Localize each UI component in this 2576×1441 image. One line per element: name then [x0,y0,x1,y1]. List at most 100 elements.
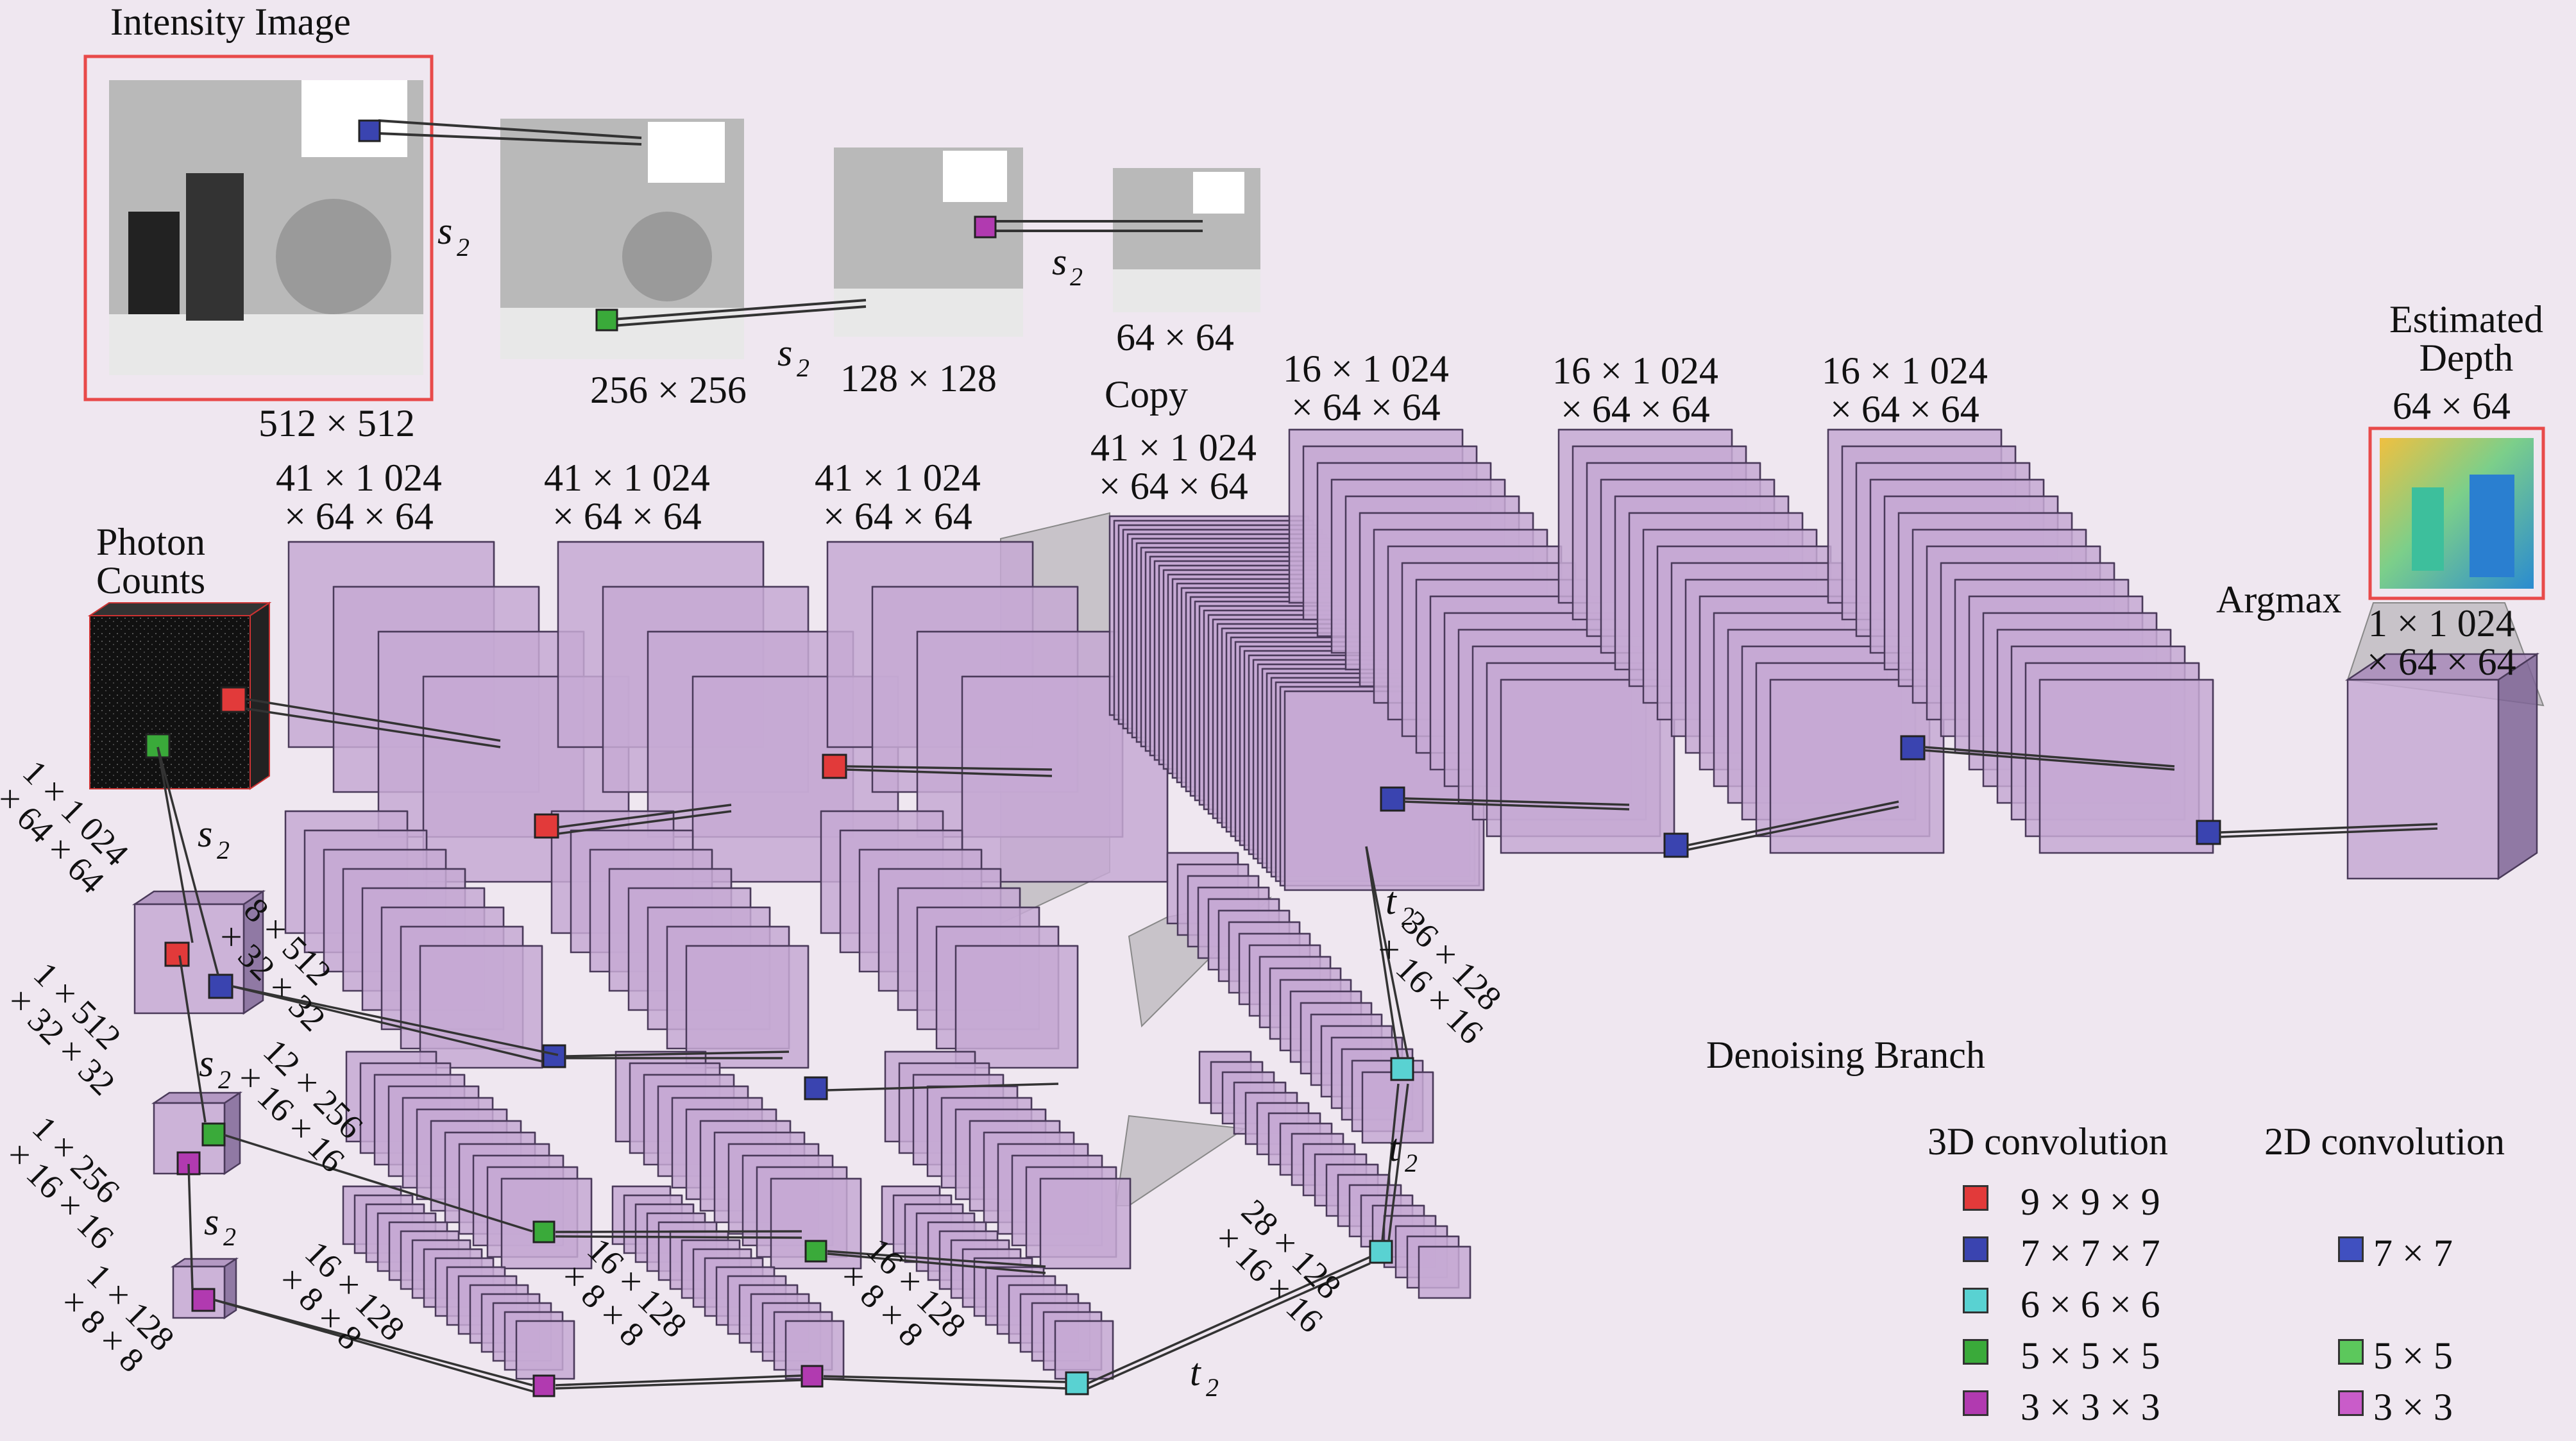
connection-line [555,1235,802,1239]
connection-line [823,1378,1067,1390]
connection-line [178,955,207,1123]
legend-swatch-2d [2338,1236,2364,1262]
dim-16-b: 16 × 1 024 × 64 × 64 [1552,350,1718,430]
s2-label-6: s [204,1201,219,1243]
s2-sub-1: 2 [457,233,470,262]
block-front [685,945,809,1069]
connection-line [827,1252,1046,1274]
dim-41-copy: 41 × 1 024 × 64 × 64 [1090,426,1257,507]
intensity-pyramid [83,55,1260,401]
kernel-9-icon [220,686,247,713]
block-16 [1500,678,1675,854]
block-16x128 [784,1320,845,1380]
legend-label-2d: 5 × 5 [2373,1335,2453,1377]
s2-sub-5: 2 [218,1065,231,1094]
connection-line [557,810,732,835]
legend-swatch-3d [1963,1390,1988,1416]
connection-line [1924,746,2175,768]
kernel-5-icon [145,733,171,759]
block-front [1418,1245,1471,1299]
connection-line [1687,800,1899,847]
depth-size-label: 64 × 64 [2393,385,2511,427]
block-front [1054,1320,1114,1380]
block-front [515,1320,575,1380]
res-64-label: 64 × 64 [1116,316,1234,358]
block-front [1500,678,1675,854]
connection-lines [157,698,2438,1393]
output-block [2344,652,2540,881]
kernel-3-icon [801,1365,824,1388]
legend-swatch-3d [1963,1236,1988,1262]
block-front [1039,1177,1131,1270]
connection-line [1087,1256,1371,1385]
connection-line [1387,1083,1409,1242]
kernel-9-icon [822,754,847,779]
t2-sub-1: 2 [1402,902,1414,931]
legend-label-2d: 7 × 7 [2373,1232,2453,1274]
block-8x512 [954,945,1079,1069]
kernel-6-icon [1369,1240,1393,1264]
kernel-6-icon [1390,1057,1414,1081]
kernel-3-icon [532,1374,555,1397]
s2-label-3: s [1052,240,1067,283]
t2-sub-3: 2 [1206,1373,1219,1402]
cube-1x256 [151,1091,243,1176]
dim-1-out: 1 × 1 024 × 64 × 64 [2367,602,2516,683]
res-512-label: 512 × 512 [258,402,415,444]
block-front [153,1102,226,1175]
kernel-7-icon [1380,786,1405,812]
kernel-7-icon [1663,832,1689,858]
legend-2d-title: 2D convolution [2264,1120,2505,1163]
s2-label-1: s [437,210,453,252]
kernel-7-icon [208,973,233,999]
kernel-3-icon [974,215,997,239]
connection-line [245,707,501,748]
block-side [2497,652,2538,881]
connection-line [245,698,501,742]
argmax-label: Argmax [2216,578,2342,621]
intensity-image-frame [83,55,434,401]
kernel-5-icon [201,1122,226,1147]
dim-41-c: 41 × 1 024 × 64 × 64 [815,457,981,537]
t2-sub-2: 2 [1405,1149,1418,1177]
kernel-5-icon [595,308,618,332]
connection-line [232,985,559,1056]
connection-line [232,985,543,1063]
connection-line [826,1083,1059,1091]
kernel-markers [164,735,2221,1397]
block-8x512 [419,945,543,1069]
estimated-depth [2368,426,2545,600]
legend-label-3d: 5 × 5 × 5 [2021,1335,2160,1377]
block-16x128 [515,1320,575,1380]
connection-line [557,804,732,829]
connection-line [1381,1083,1400,1242]
legend-swatch-3d [1963,1288,1988,1313]
legend-label-2d: 3 × 3 [2373,1386,2453,1428]
connection-line [1365,846,1409,1059]
copy-label: Copy [1105,373,1189,416]
block-12x256 [1039,1177,1131,1270]
connection-line [157,746,219,975]
connection-line [1365,846,1400,1059]
s2-sub-6: 2 [223,1222,236,1251]
block-side [223,1257,237,1320]
dim-16-c: 16 × 1 024 × 64 × 64 [1822,350,1988,430]
connection-line [827,1250,1046,1268]
photon-counts-label: Photon Counts [96,521,206,602]
connection-line [823,1375,1067,1383]
connection-line [845,765,1053,771]
connection-line [2219,827,2438,838]
intensity-image-label: Intensity Image [110,1,351,43]
s2-sub-4: 2 [217,836,230,864]
connection-line [2219,823,2438,834]
connection-line [555,1374,802,1386]
dim-16-a: 16 × 1 024 × 64 × 64 [1283,348,1449,428]
t2-label-2: t [1389,1127,1400,1169]
block-front [2346,678,2500,880]
block-12x256 [770,1177,862,1270]
skip-band-2 [1115,1115,1246,1206]
s2-sub-3: 2 [1070,262,1083,291]
connection-line [187,1163,194,1290]
kernel-9-icon [534,813,559,839]
